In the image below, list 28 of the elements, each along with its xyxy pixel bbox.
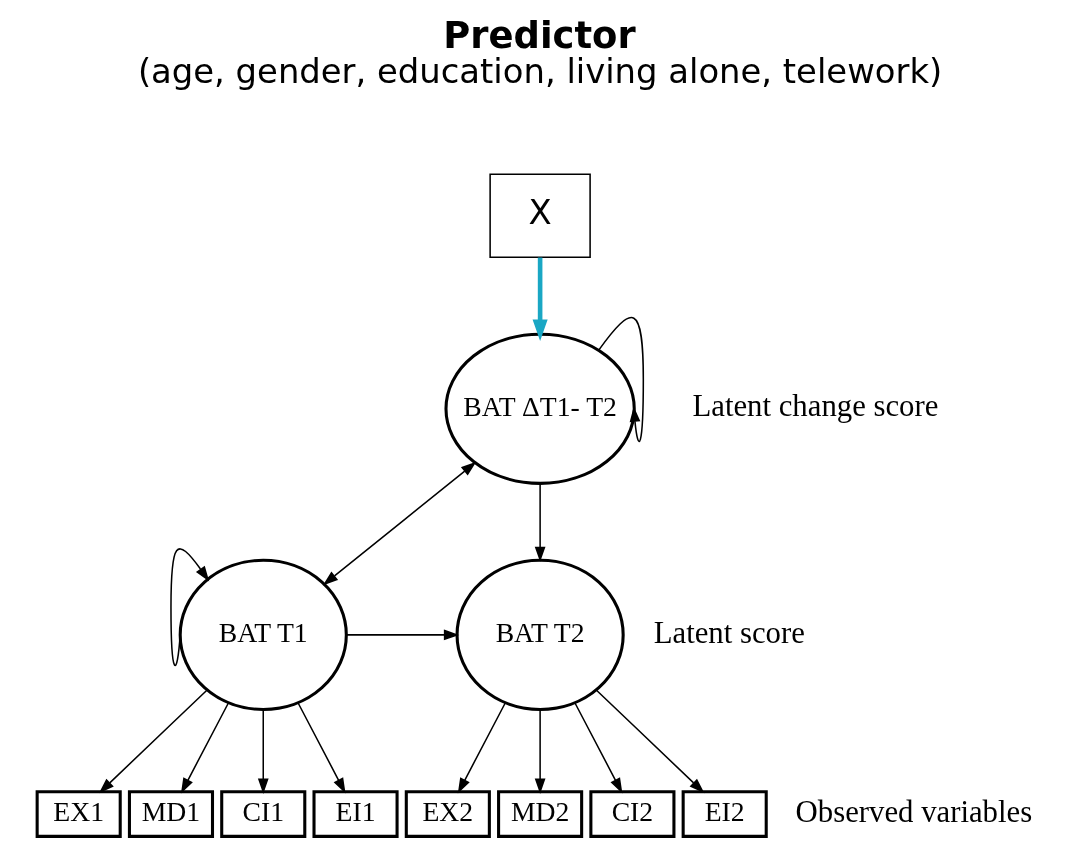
node-box: MD1: [127, 790, 215, 838]
arrow: [457, 702, 506, 794]
arrow: [297, 702, 346, 794]
arrow: [180, 702, 230, 794]
arrow: [170, 548, 210, 667]
arrow: [595, 689, 705, 794]
node-box: EX1: [35, 790, 122, 838]
node-ellipse: BAT ΔT1- T2: [444, 332, 636, 485]
node-box: CI2: [589, 790, 676, 838]
arrow: [534, 483, 546, 563]
arrow: [322, 461, 477, 586]
arrow: [98, 689, 208, 794]
node-ellipse: BAT T1: [178, 558, 348, 711]
node-box: EI1: [312, 790, 399, 838]
label: Latent change score: [692, 389, 939, 424]
arrow: [345, 629, 460, 641]
arrow: [534, 708, 546, 794]
node-box: MD2: [497, 790, 584, 838]
node-box: CI1: [220, 790, 307, 838]
arrow: [532, 257, 548, 342]
node-box: EX2: [404, 790, 491, 838]
arrow: [257, 708, 269, 794]
node-box: EI2: [681, 790, 768, 838]
arrow: [574, 702, 623, 794]
node-box: X: [489, 173, 591, 259]
label: Latent score: [653, 615, 805, 650]
label: Observed variables: [795, 794, 1033, 829]
node-ellipse: BAT T2: [455, 558, 625, 711]
